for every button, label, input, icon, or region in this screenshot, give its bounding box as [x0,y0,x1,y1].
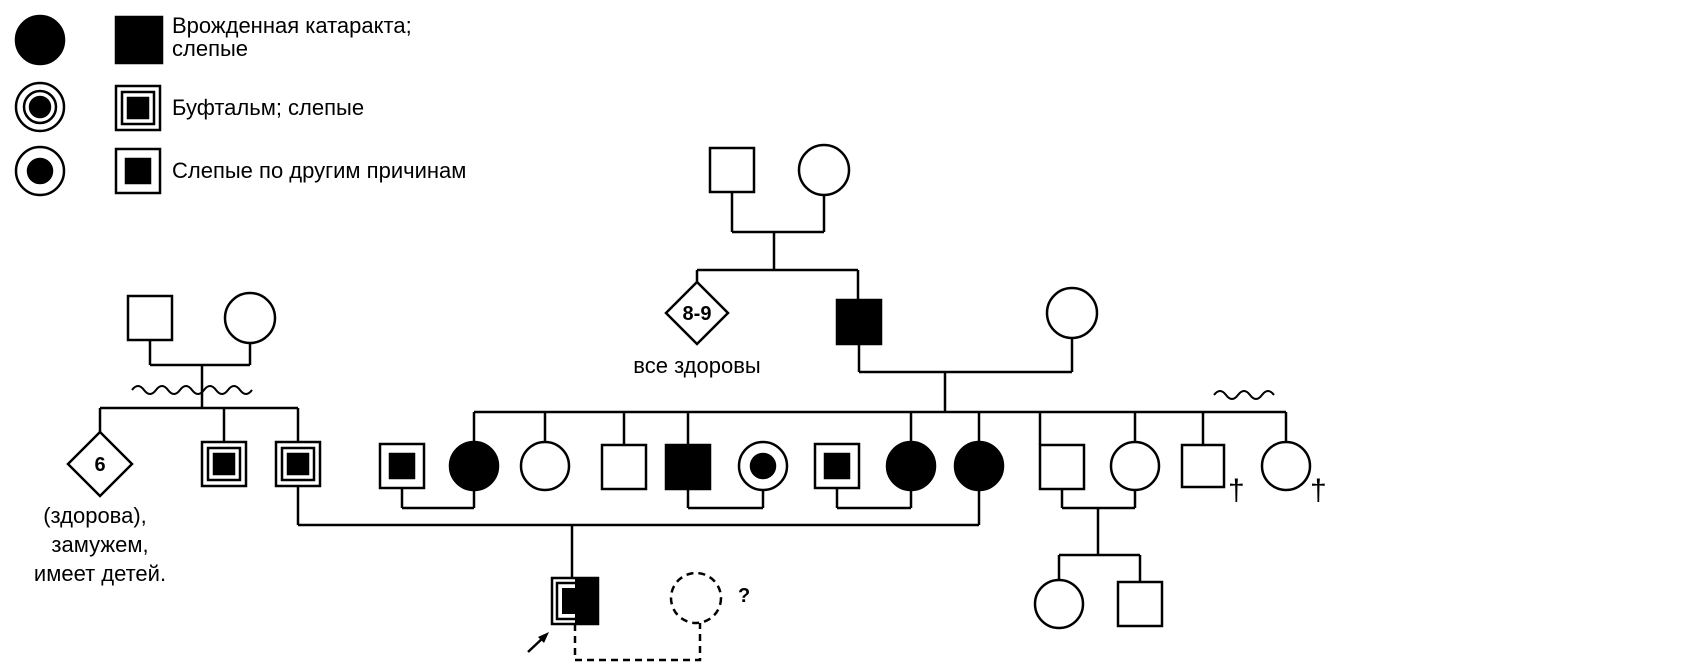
generation-1 [695,143,860,300]
nephew-healthy [1116,580,1164,628]
left-sibship-diamond [66,430,134,498]
left-note-line-3: имеет детей. [34,561,166,586]
sister-cataract-1 [448,440,500,492]
spouse-other-causes-male [378,442,426,490]
deceased-mark-brother: † [1228,474,1245,507]
legend-cataract-male-icon [114,15,164,65]
legend-other-causes-label: Слепые по другим причинам [172,158,466,183]
legend: Врожденная катаракта; слепые Буфтальм; с… [14,13,466,197]
wavy-mark-right [1213,390,1275,400]
wife-other-causes-female [737,440,789,492]
legend-cataract-female-icon [14,14,66,66]
grandmother-symbol [797,143,851,197]
legend-other-male-icon [114,147,162,195]
legend-cataract-label-1: Врожденная катаракта; [172,13,412,38]
wavy-mark-left [131,385,253,395]
uncle-buphthalmos-1 [200,440,248,488]
sister-cataract-2 [885,440,937,492]
left-note-line-1: (здорова), [43,503,147,528]
father-cataract-symbol [835,298,883,346]
sibship-count-label: 8-9 [683,303,712,325]
grandfather-symbol [708,146,756,194]
unknown-marriage-line [573,623,702,662]
left-note-line-2: замужем, [51,532,148,557]
left-grandmother-symbol [223,291,277,345]
brother-cataract [664,443,712,491]
sister-deceased [1260,440,1312,492]
legend-buphthalmos-female-icon [14,81,66,133]
brother-deceased [1180,443,1226,489]
sister-cataract-3 [953,440,1005,492]
niece-healthy [1033,578,1085,630]
sibship-note: все здоровы [633,353,760,378]
proband-arrow-icon [527,632,549,653]
legend-buphthalmos-label: Буфтальм; слепые [172,95,364,120]
proband-symbol [550,576,600,626]
legend-cataract-label-2: слепые [172,36,248,61]
sibship-diamond [664,280,730,346]
mother-symbol [1045,286,1099,340]
spouse-other-causes-male-2 [813,442,861,490]
brother-healthy-1 [600,443,648,491]
brother-healthy-2 [1038,443,1086,491]
sister-in-law-healthy [1109,440,1161,492]
legend-buphthalmos-male-icon [114,84,162,132]
deceased-mark-sister: † [1310,474,1327,507]
sister-healthy-1 [519,440,571,492]
unknown-mark: ? [738,585,750,607]
left-grandfather-symbol [126,294,174,342]
unknown-spouse-symbol [669,571,723,625]
legend-other-female-icon [14,145,66,197]
father-buphthalmos [274,440,322,488]
left-diamond-label: 6 [94,454,105,476]
